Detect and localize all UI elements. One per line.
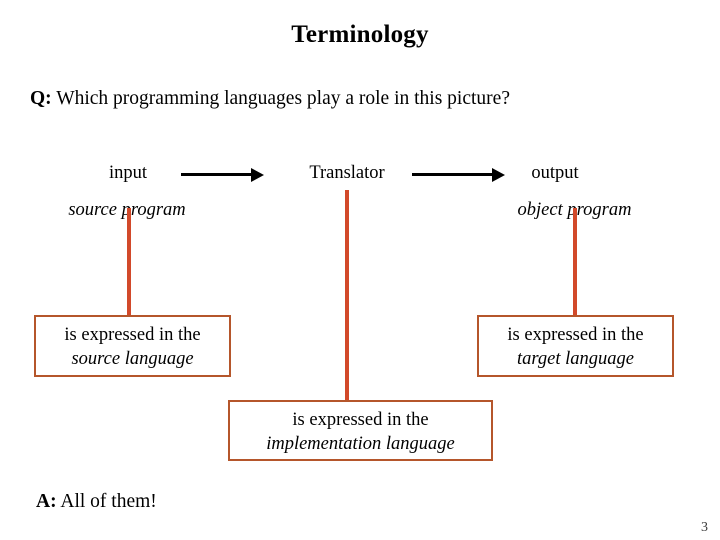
right-arrow-icon [181, 168, 264, 182]
callout-line-2: source language [71, 348, 194, 369]
question-marker: Q: [30, 88, 52, 109]
arrow-head [251, 168, 264, 182]
arrow-head [492, 168, 505, 182]
connector-source-program [127, 208, 131, 316]
callout-line-1: is expressed in the [64, 325, 201, 345]
callout-line-2: target language [517, 348, 634, 369]
flow-node-input-label: input [108, 163, 148, 183]
flow-node-translator-label: Translator [309, 163, 385, 183]
callout-box-target-language: is expressed in the target language [477, 315, 674, 377]
right-arrow-icon [412, 168, 505, 182]
arrow-shaft [181, 173, 252, 176]
callout-line-2: implementation language [266, 433, 455, 454]
connector-object-program [573, 208, 577, 316]
answer-marker: A: [36, 491, 57, 512]
callout-line-1: is expressed in the [507, 325, 644, 345]
page-number: 3 [701, 520, 708, 535]
question-text: Which programming languages play a role … [51, 88, 510, 109]
page-title: Terminology [291, 21, 429, 48]
question-line: Q: Which programming languages play a ro… [30, 88, 510, 110]
arrow-shaft [412, 173, 493, 176]
flow-node-output-label: output [531, 163, 579, 183]
callout-box-source-language: is expressed in the source language [34, 315, 231, 377]
answer-text: All of them! [56, 491, 157, 512]
callout-line-1: is expressed in the [292, 410, 429, 430]
connector-translator [345, 190, 349, 401]
answer-line: A: All of them! [36, 491, 157, 513]
callout-box-implementation-language: is expressed in the implementation langu… [228, 400, 493, 461]
